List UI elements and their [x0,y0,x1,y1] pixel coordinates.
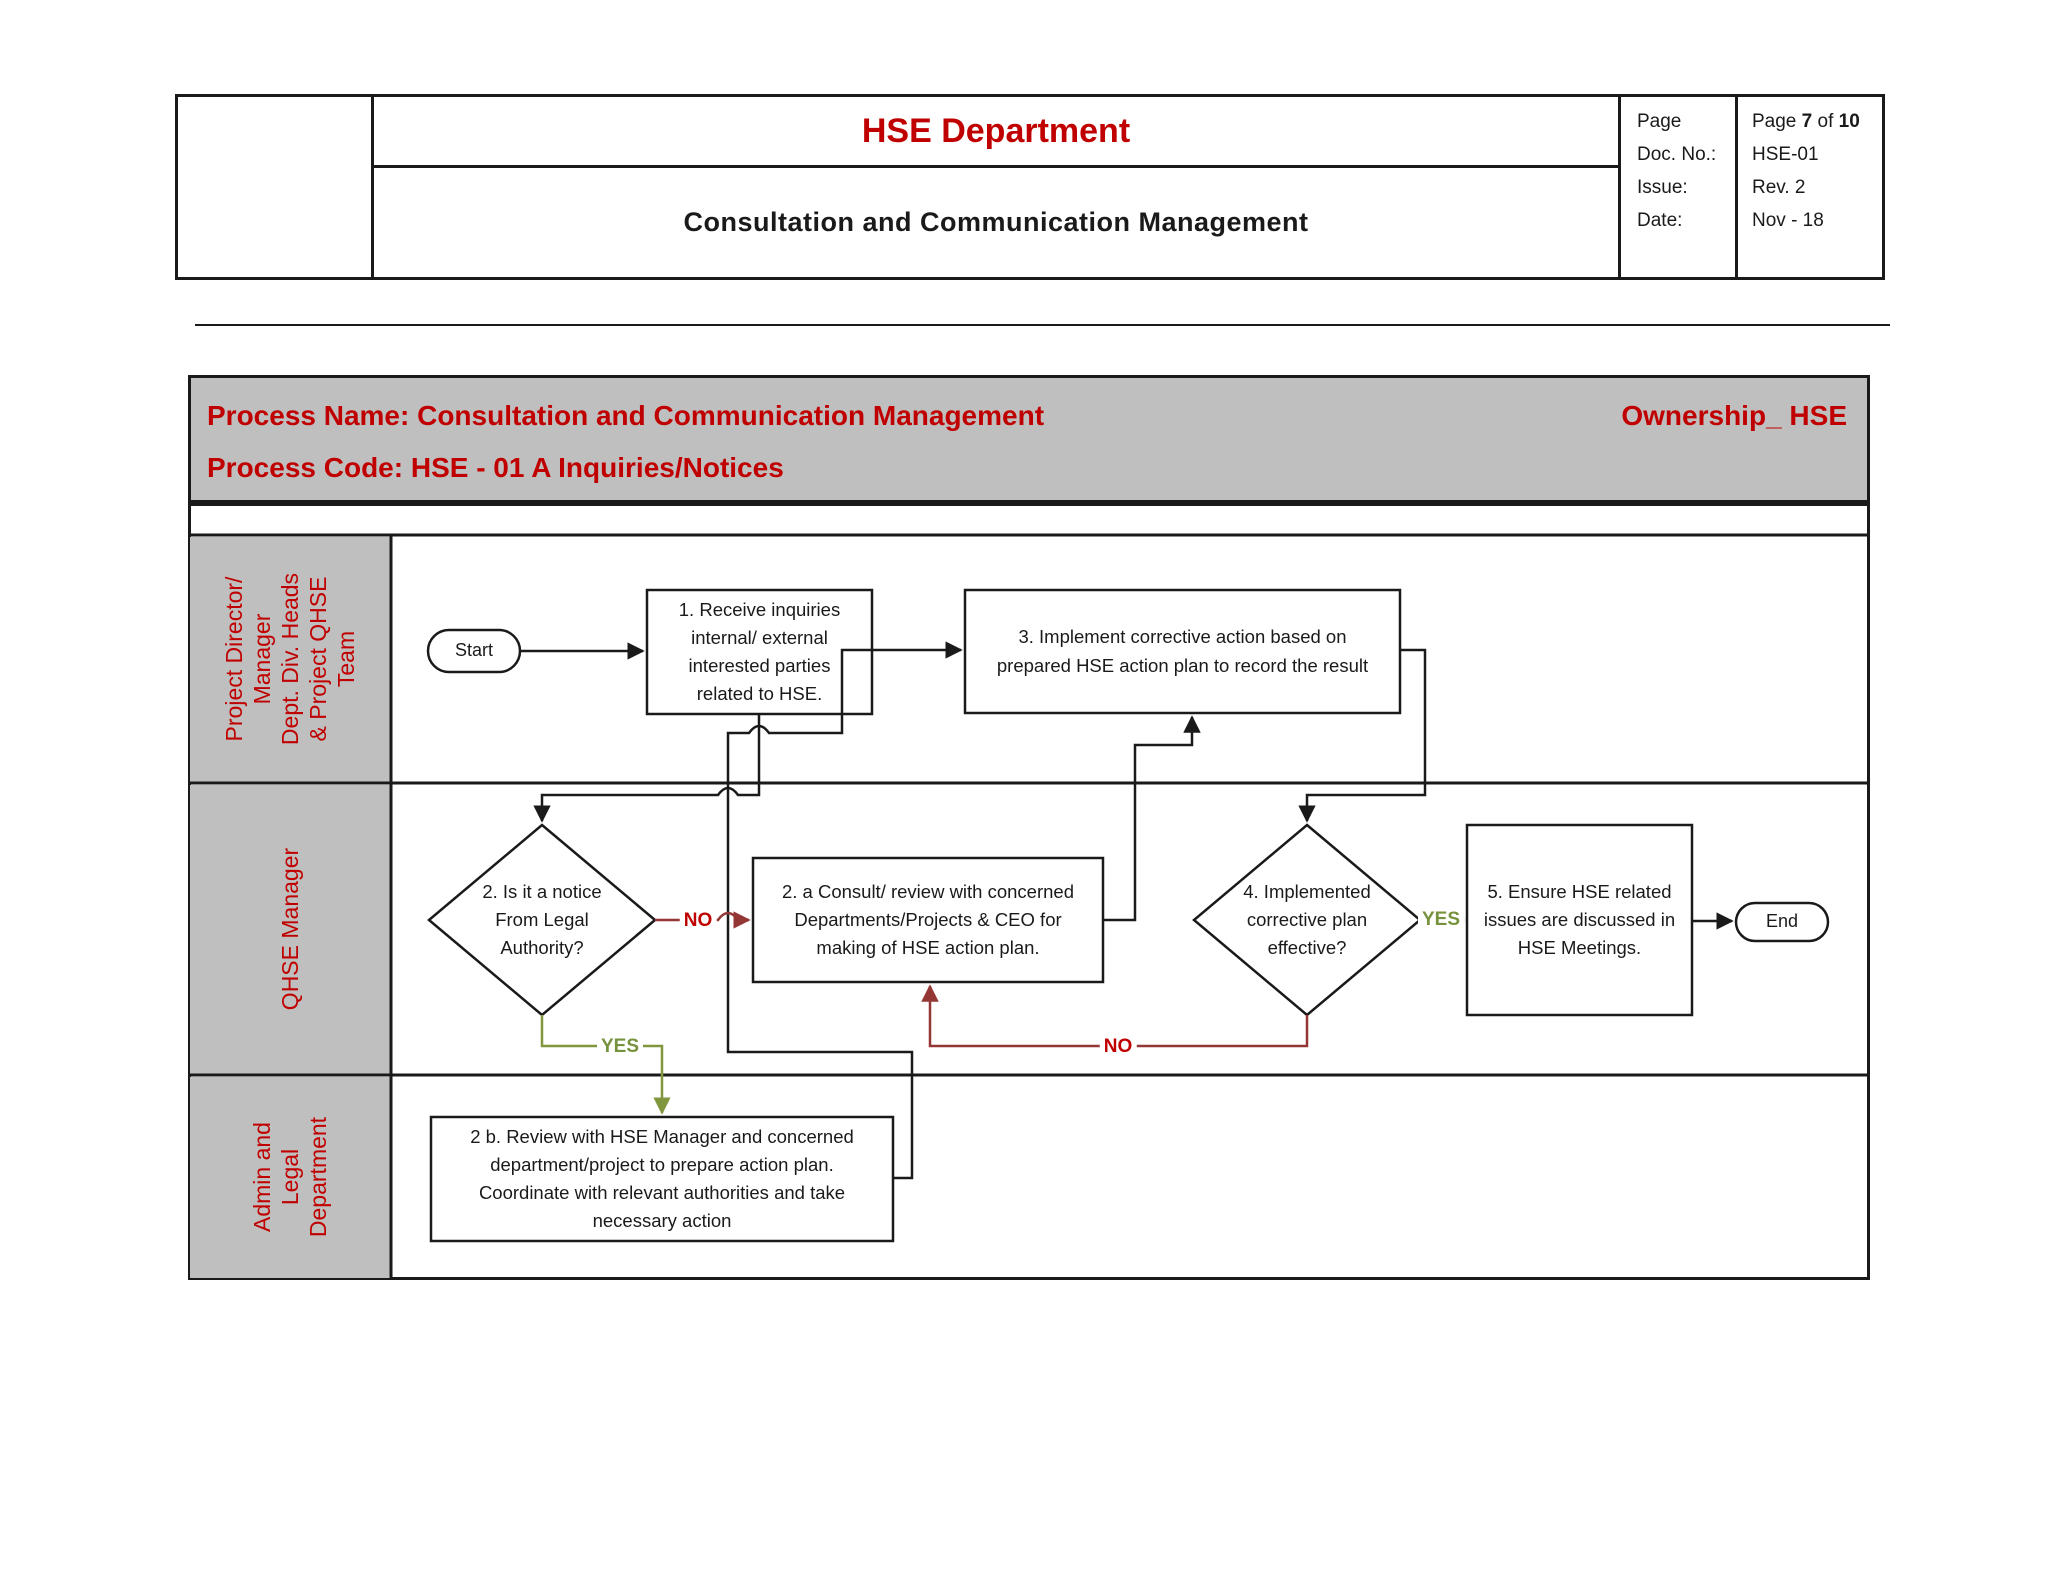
lane-header-1 [190,537,391,783]
date-label: Date: [1637,210,1683,231]
process-banner: Process Name: Consultation and Communica… [188,375,1870,503]
start-label: Start [454,640,493,661]
edge-label-no-1: NO [679,910,717,932]
flowchart-canvas [190,533,1868,1278]
header-table: HSE Department Consultation and Communic… [175,94,1885,280]
step2b-text: 2 b. Review with HSE Manager and concern… [470,1125,854,1232]
ownership: Ownership_ HSE [1621,400,1847,431]
issue-label: Issue: [1637,177,1688,198]
page-value-text: Page [1752,111,1802,132]
lane-header-2 [190,785,391,1075]
decision4-text: 4. Implemented corrective plan effective… [1243,880,1371,959]
swimlane-table [188,503,1870,1280]
meta-values-column: Page 7 of 10 HSE-01 Rev. 2 Nov - 18 [1738,97,1888,277]
step3-text: 3. Implement corrective action based on … [996,626,1369,676]
issue-value: Rev. 2 [1752,177,1806,198]
lane-divider-lines [190,533,1868,1278]
step5-text: 5. Ensure HSE related issues are discuss… [1483,880,1676,959]
edge-label-yes-2: YES [1417,909,1465,931]
lane-label-qhse-manager: QHSE Manager [276,847,303,1011]
edge-label-no-2: NO [1099,1036,1137,1058]
lane-label-project-director: Project Director/ Manager Dept. Div. Hea… [220,572,360,746]
step3-shape [963,588,1402,715]
page-value: Page 7 of 10 [1752,105,1888,138]
horizontal-rule [195,324,1890,326]
end-shape [1734,901,1830,943]
doc-no-value: HSE-01 [1752,144,1819,165]
lane-label-admin-legal: Admin and Legal Department [248,1116,332,1238]
date-value: Nov - 18 [1752,210,1824,231]
document-subtitle: Consultation and Communication Managemen… [683,207,1309,237]
department-title: HSE Department [861,111,1131,150]
connector-step2b-to-step3 [726,641,963,1180]
connector-decision2-no [655,911,751,929]
end-label: End [1765,911,1799,932]
header-title-cell: HSE Department Consultation and Communic… [374,97,1621,277]
step2b-shape [429,1115,895,1243]
connector-step1-to-decision2 [533,714,761,823]
subtitle-row: Consultation and Communication Managemen… [374,168,1618,277]
doc-no-label: Doc. No.: [1637,144,1717,165]
lane-header-3 [190,1077,391,1278]
edge-label-yes-1: YES [596,1036,644,1058]
step5-shape [1465,823,1694,1017]
step1-text: 1. Receive inquiries internal/ external … [678,598,841,705]
process-code: Process Code: HSE - 01 A Inquiries/Notic… [207,452,784,483]
page-total: 10 [1838,111,1860,132]
page-number: 7 [1801,111,1813,132]
connector-step2a-to-step3 [1103,715,1201,922]
step2a-shape [751,856,1105,984]
logo-cell [178,97,374,277]
step2a-text: 2. a Consult/ review with concerned Depa… [781,880,1075,959]
connector-step3-to-decision4 [1298,648,1427,823]
page-of-text: of [1812,111,1839,132]
process-name: Process Name: Consultation and Communica… [207,400,1045,431]
connector-decision2-yes [540,1015,671,1115]
page-label: Page [1637,111,1682,132]
decision2-text: 2. Is it a notice From Legal Authority? [482,880,602,959]
title-row: HSE Department [374,97,1618,168]
meta-labels-column: Page Doc. No.: Issue: Date: [1621,97,1738,277]
